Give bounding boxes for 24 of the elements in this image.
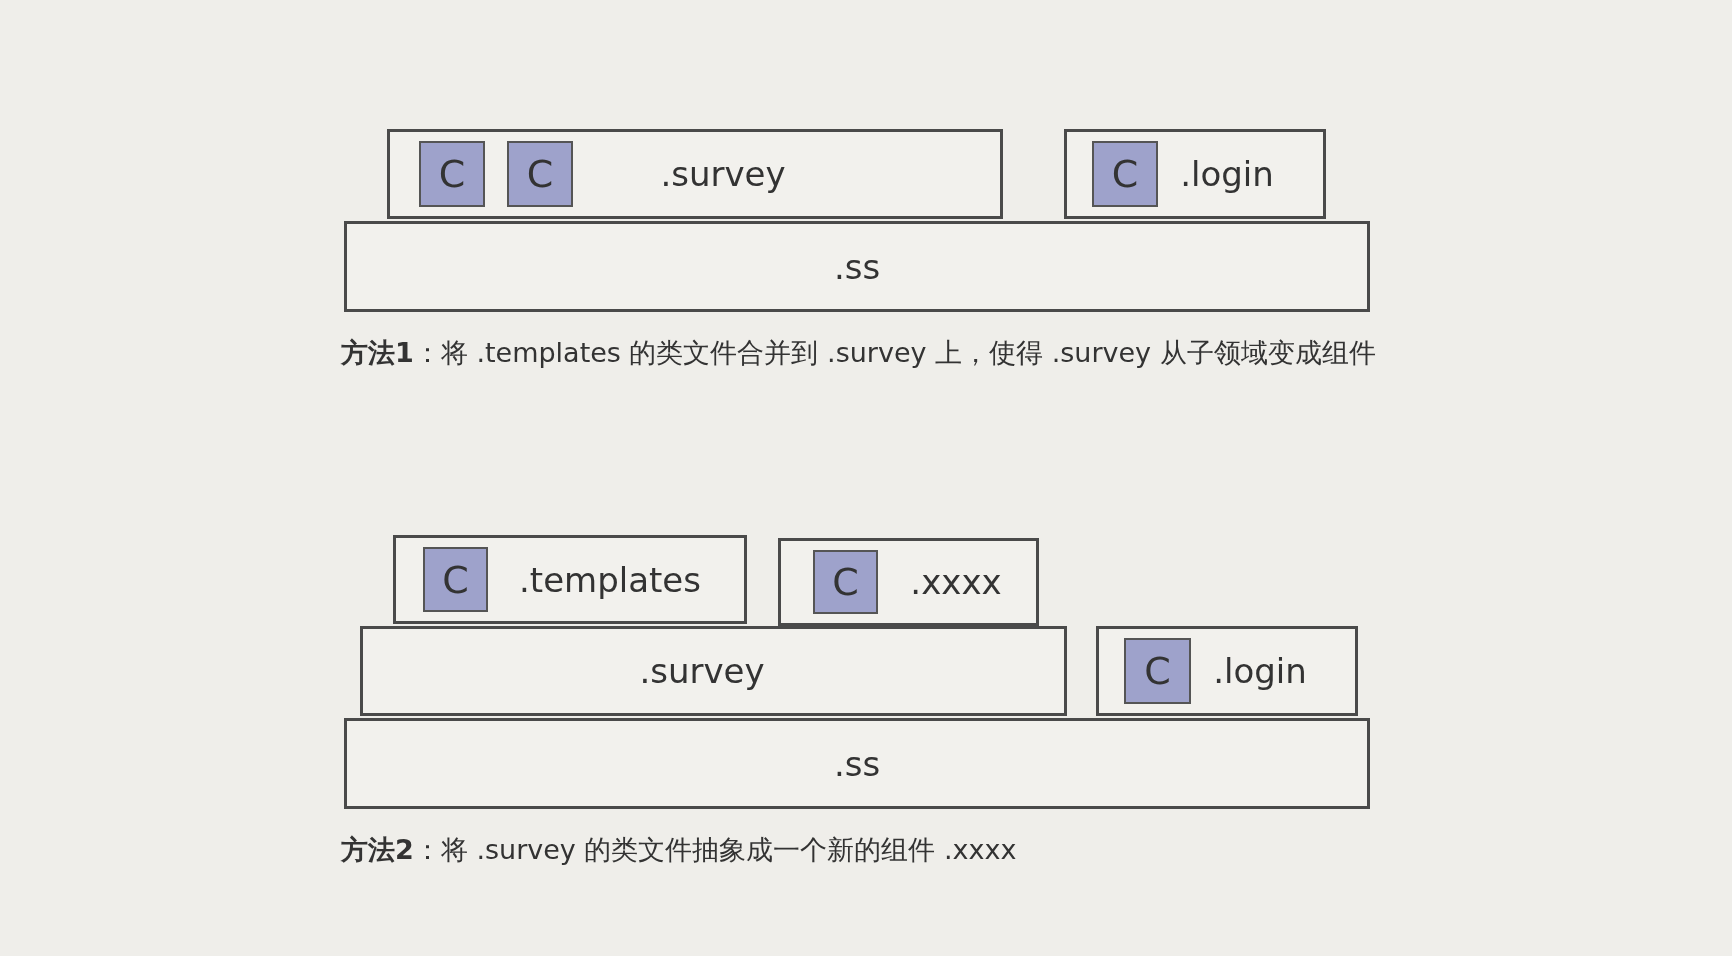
component-tile: C: [1124, 638, 1191, 704]
box-label: .survey: [639, 651, 765, 691]
component-tile: C: [1092, 141, 1158, 207]
component-tile: C: [813, 550, 878, 614]
layer-box: [1064, 129, 1326, 219]
layer-box: [360, 626, 1067, 716]
box-label: .login: [1180, 154, 1274, 194]
layer-box: [344, 221, 1370, 312]
box-label: .templates: [519, 559, 701, 600]
layer-box: [393, 535, 747, 624]
caption-text: 方法1：将 .templates 的类文件合并到 .survey 上，使得 .survey 从子领域变成组件: [341, 336, 1376, 370]
box-label: .ss: [833, 246, 881, 287]
component-tile: C: [423, 547, 488, 612]
layer-box: [778, 538, 1039, 626]
layer-box: [1096, 626, 1358, 716]
component-tile: C: [507, 141, 573, 207]
box-label: .login: [1213, 651, 1307, 691]
box-label: .xxxx: [910, 562, 1002, 602]
layer-box: [387, 129, 1003, 219]
caption-text: 方法2：将 .survey 的类文件抽象成一个新的组件 .xxxx: [341, 833, 1018, 867]
layer-box: [344, 718, 1370, 809]
box-label: .ss: [833, 743, 881, 784]
box-label: .survey: [660, 154, 786, 194]
component-tile: C: [419, 141, 485, 207]
